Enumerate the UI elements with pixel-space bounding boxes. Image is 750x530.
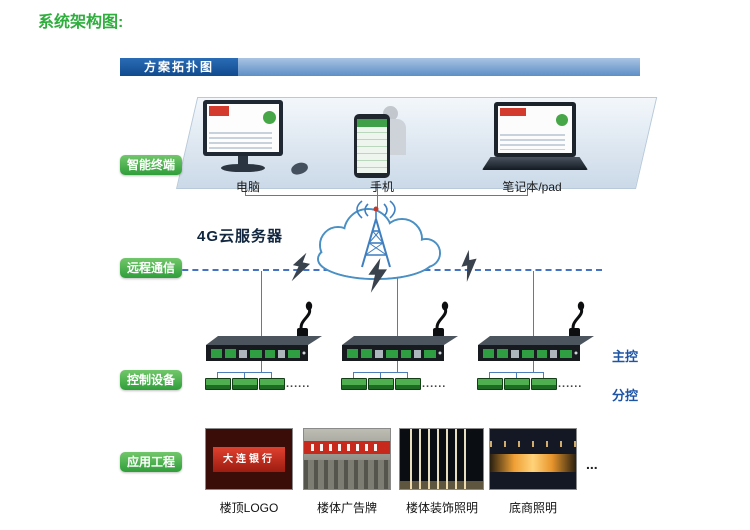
lightning-bolt-icon [368, 258, 387, 293]
sub-controller-module [368, 378, 394, 390]
screen-content-text-lines [500, 134, 566, 150]
module-ellipsis: ...... [422, 378, 447, 390]
connector-line [533, 361, 534, 372]
light-strips [409, 429, 474, 489]
screen-content-red-block [500, 108, 526, 116]
photo-facade-lighting [399, 428, 484, 490]
connector-line [261, 361, 262, 372]
rooftop-sign: 大连银行 [212, 447, 286, 473]
screen-content-green-chart [263, 111, 276, 124]
sub-controller-module [232, 378, 258, 390]
billboard-banner [304, 441, 390, 455]
photo-building-billboard [303, 428, 391, 490]
photo-street-shop-lighting [489, 428, 577, 490]
connector-line [261, 271, 262, 341]
cloud-server-label: 4G云服务器 [197, 228, 284, 245]
monitor-base [221, 164, 265, 172]
sub-controller-module [259, 378, 285, 390]
main-controller-icon [206, 301, 322, 361]
desktop-computer-illustration [203, 100, 293, 178]
module-ellipsis: ...... [286, 378, 311, 390]
main-control-label: 主控 [612, 349, 639, 364]
laptop-illustration [482, 102, 588, 172]
caption-street-shop-lighting: 底商照明 [508, 501, 557, 515]
laptop-keyboard [482, 157, 588, 170]
connector-line [397, 271, 398, 341]
terminal-label-pc: 电脑 [235, 180, 260, 194]
monitor-screen [203, 100, 283, 156]
connector-line [245, 186, 246, 195]
connector-line [353, 372, 354, 378]
connector-line [245, 195, 528, 196]
connector-line [377, 196, 378, 209]
connector-line [516, 372, 517, 378]
diagram-header-strip [238, 58, 640, 76]
connector-line [217, 372, 218, 378]
layer-label-controllers: 控制设备 [120, 370, 182, 390]
sub-controller-module [395, 378, 421, 390]
sub-controller-module [504, 378, 530, 390]
connector-line [244, 372, 245, 378]
connector-line [397, 361, 398, 372]
layer-label-communication: 远程通信 [120, 258, 182, 278]
layer-label-terminals: 智能终端 [120, 155, 182, 175]
screen-content-text-lines [209, 132, 273, 149]
sub-controller-module [205, 378, 231, 390]
more-applications-ellipsis: ... [586, 456, 598, 472]
page-title: 系统架构图: [38, 14, 124, 31]
monitor-stand [238, 156, 248, 165]
connector-line [407, 372, 408, 378]
main-controller-icon [342, 301, 458, 361]
phone-body [354, 114, 390, 178]
connector-line [527, 184, 528, 195]
caption-rooftop-logo: 楼顶LOGO [219, 501, 279, 515]
caption-facade-lighting: 楼体装饰照明 [405, 501, 478, 515]
main-controller-icon [478, 301, 594, 361]
connector-line [377, 182, 378, 195]
diagram-header-tab: 方案拓扑图 [120, 58, 238, 76]
lightning-bolt-icon [291, 252, 311, 282]
terminal-label-phone: 手机 [369, 180, 394, 194]
antenna-tower-icon [356, 200, 396, 268]
laptop-screen [494, 102, 576, 157]
smartphone-illustration [352, 106, 414, 182]
photo-rooftop-logo: 大连银行 [205, 428, 293, 490]
terminal-label-laptop: 笔记本/pad [502, 180, 562, 194]
phone-screen [357, 119, 387, 173]
phone-screen-header [357, 119, 387, 127]
connector-line [489, 372, 490, 378]
connector-line [543, 372, 544, 378]
screen-content-red-block [209, 106, 229, 116]
screen-content-green-chart [556, 114, 568, 126]
building-windows [304, 460, 390, 489]
layer-label-applications: 应用工程 [120, 452, 182, 472]
module-ellipsis: ...... [558, 378, 583, 390]
sub-controller-module [477, 378, 503, 390]
sub-control-label: 分控 [612, 388, 639, 403]
sub-controller-module [341, 378, 367, 390]
connector-line [271, 372, 272, 378]
caption-building-billboard: 楼体广告牌 [316, 501, 377, 515]
connector-line [380, 372, 381, 378]
shop-light-glow [490, 454, 576, 473]
sub-controller-module [531, 378, 557, 390]
connector-line [533, 271, 534, 341]
cloud-server-icon [317, 200, 441, 280]
lightning-bolt-icon [461, 249, 477, 282]
